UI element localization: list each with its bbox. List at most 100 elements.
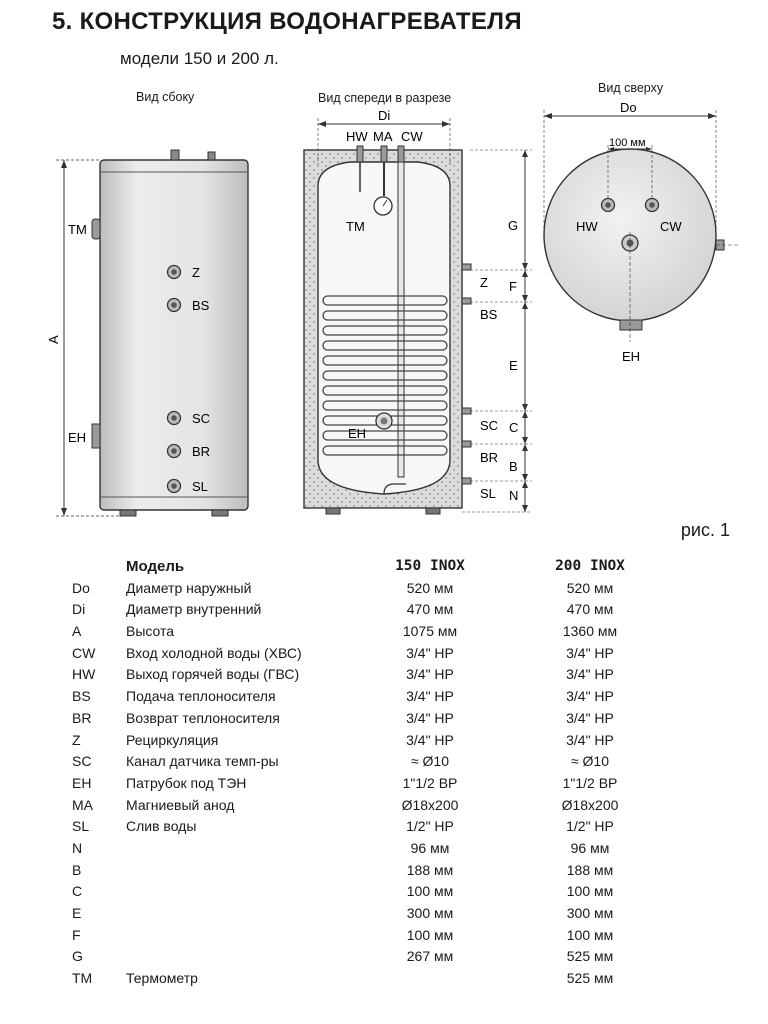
heating-coil	[322, 295, 448, 456]
front-dimension-chain	[462, 149, 532, 513]
row-code: G	[72, 948, 83, 965]
front-label-g: G	[508, 218, 518, 233]
row-value-150: Ø18x200	[401, 796, 459, 813]
row-name: Слив воды	[126, 818, 197, 835]
row-value-150: 96 мм	[410, 839, 450, 856]
side-label-a: A	[46, 335, 61, 344]
row-name: Возврат теплоносителя	[126, 709, 280, 726]
row-value-200: 300 мм	[566, 905, 614, 921]
row-code: Z	[72, 731, 81, 748]
row-value-200: 188 мм	[566, 861, 614, 878]
row-code: E	[72, 905, 82, 921]
row-value-200: 100 мм	[566, 926, 614, 943]
row-value-150: 470 мм	[406, 601, 454, 618]
top-label-do: Do	[620, 100, 637, 115]
row-name: Высота	[126, 623, 175, 640]
front-label-ma: MA	[373, 129, 393, 144]
figure-label: рис. 1	[680, 520, 730, 540]
front-label-br: BR	[480, 450, 498, 465]
row-code: B	[72, 861, 82, 878]
row-name: Термометр	[126, 970, 198, 987]
table-row: Z Рециркуляция 3/4" НР 3/4" НР	[0, 730, 768, 752]
row-value-150: 100 мм	[406, 926, 454, 943]
table-row: G 267 мм 525 мм	[0, 946, 768, 968]
row-value-150: 1075 мм	[402, 623, 458, 640]
row-code: A	[72, 623, 82, 640]
water-heater-drawings: TM A EH Z BS SC BR SL	[46, 100, 740, 517]
row-value-200: 96 мм	[570, 839, 610, 856]
row-value-200: 525 мм	[566, 970, 614, 987]
row-value-200: 1360 мм	[562, 623, 618, 640]
header-200: 200 INOX	[555, 558, 625, 574]
row-value-200: 3/4" НР	[566, 644, 614, 661]
row-value-150: 100 мм	[406, 883, 454, 900]
row-value-150: 1"1/2 ВР	[402, 774, 458, 791]
row-code: BS	[72, 688, 91, 705]
table-row: SC Канал датчика темп-ры ≈ Ø10 ≈ Ø10	[0, 751, 768, 773]
front-label-tm: TM	[346, 219, 365, 234]
row-name: Канал датчика темп-ры	[126, 753, 279, 770]
top-view-label: Вид сверху	[598, 81, 664, 95]
top-label-cw: CW	[660, 219, 682, 234]
front-label-di: Di	[378, 108, 390, 123]
row-value-200: ≈ Ø10	[570, 753, 610, 770]
top-view: Do 100 мм HW CW EH	[543, 100, 740, 364]
front-label-bs: BS	[480, 307, 498, 322]
row-name: Выход горячей воды (ГВС)	[126, 666, 300, 683]
spec-table-header: Модель 150 INOX 200 INOX	[0, 556, 768, 578]
row-value-150: 1/2" НР	[406, 818, 454, 835]
row-value-150: ≈ Ø10	[410, 753, 450, 770]
side-label-br: BR	[192, 444, 210, 459]
row-value-200: 470 мм	[566, 601, 614, 618]
top-label-spacing: 100 мм	[609, 137, 646, 149]
side-label-z: Z	[192, 265, 200, 280]
front-label-z: Z	[480, 275, 488, 290]
header-150: 150 INOX	[395, 558, 465, 574]
page-subtitle: модели 150 и 200 л.	[120, 49, 279, 68]
row-name: Рециркуляция	[126, 731, 219, 748]
side-label-sc: SC	[192, 411, 210, 426]
side-ports	[166, 264, 182, 494]
row-name: Патрубок под ТЭН	[126, 774, 247, 791]
row-value-200: 1"1/2 ВР	[562, 774, 618, 791]
row-value-150: 3/4" НР	[406, 709, 454, 726]
row-value-150: 267 мм	[406, 948, 454, 965]
row-code: C	[72, 883, 83, 900]
row-value-200: 3/4" НР	[566, 731, 614, 748]
row-value-150: 3/4" НР	[406, 666, 454, 683]
side-label-eh: EH	[68, 430, 86, 445]
top-label-eh: EH	[622, 349, 640, 364]
row-code: SC	[72, 753, 92, 770]
row-code: SL	[72, 818, 90, 835]
front-label-e: E	[509, 358, 518, 373]
row-value-150: 520 мм	[406, 579, 454, 596]
row-code: EH	[72, 774, 92, 791]
header-model: Модель	[126, 558, 185, 575]
row-value-200: 3/4" НР	[566, 688, 614, 705]
row-code: N	[72, 839, 83, 856]
row-value-200: 3/4" НР	[566, 709, 614, 726]
top-label-hw: HW	[576, 219, 598, 234]
front-label-f: F	[509, 279, 517, 294]
row-value-200: 525 мм	[566, 948, 614, 965]
row-code: HW	[72, 666, 96, 683]
row-code: BR	[72, 709, 92, 726]
row-code: MA	[72, 796, 93, 813]
front-label-sc: SC	[480, 418, 498, 433]
side-label-bs: BS	[192, 298, 210, 313]
row-value-150: 3/4" НР	[406, 731, 454, 748]
row-name: Подача теплоносителя	[126, 688, 276, 705]
row-code: Do	[72, 579, 90, 596]
table-row: N 96 мм 96 мм	[0, 838, 768, 860]
side-label-sl: SL	[192, 479, 208, 494]
